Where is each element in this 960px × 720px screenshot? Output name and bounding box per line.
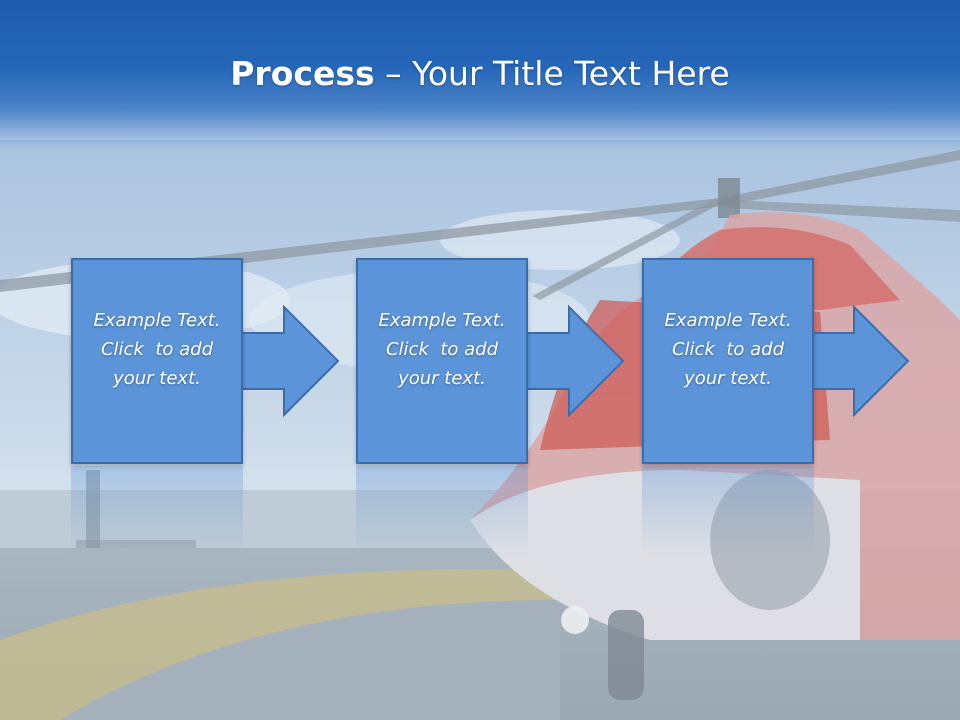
- step-1-text: Example Text. Click to add your text.: [77, 306, 237, 393]
- step-1-line-3: your text.: [113, 367, 201, 389]
- step-2-line-1: Example Text.: [378, 309, 506, 331]
- step-2-reflection: [356, 466, 528, 556]
- header-band: [0, 0, 960, 150]
- step-3-text: Example Text. Click to add your text.: [648, 306, 808, 393]
- step-3-line-1: Example Text.: [664, 309, 792, 331]
- step-1-line-2: Click to add: [100, 338, 213, 360]
- step-2-line-3: your text.: [398, 367, 486, 389]
- step-2-line-2: Click to add: [385, 338, 498, 360]
- step-3-line-3: your text.: [684, 367, 772, 389]
- step-box-3[interactable]: Example Text. Click to add your text.: [642, 258, 814, 464]
- step-1-line-1: Example Text.: [93, 309, 221, 331]
- title-bold: Process: [230, 54, 375, 93]
- step-box-1[interactable]: Example Text. Click to add your text.: [71, 258, 243, 464]
- step-box-2[interactable]: Example Text. Click to add your text.: [356, 258, 528, 464]
- step-2-text: Example Text. Click to add your text.: [362, 306, 522, 393]
- step-1-reflection: [71, 466, 243, 556]
- step-3-reflection: [642, 466, 814, 556]
- step-3-line-2: Click to add: [671, 338, 784, 360]
- slide-title[interactable]: Process – Your Title Text Here: [0, 52, 960, 96]
- title-rest: – Your Title Text Here: [374, 54, 730, 93]
